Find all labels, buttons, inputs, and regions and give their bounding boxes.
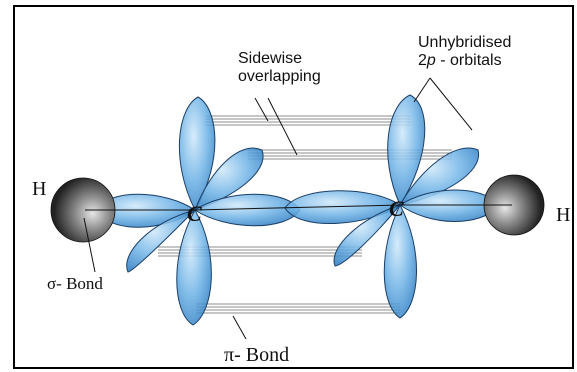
left-p-orbital-upper: [178, 96, 216, 212]
right-sp2-lobe-lower-left: [333, 203, 402, 267]
left-carbon-orbitals: [95, 96, 301, 326]
carbon-left-label: C: [187, 201, 202, 226]
right-carbon-orbitals: [284, 94, 501, 319]
hydrogen-left-label: H: [32, 178, 46, 200]
right-p-orbital-upper: [387, 94, 426, 207]
pi-bond-label: π- Bond: [224, 344, 289, 366]
sigma-bond-axis: [85, 204, 512, 211]
unhybridised-label-line2: 2p - orbitals: [418, 52, 502, 69]
right-p-orbital-lower: [383, 203, 417, 319]
sidewise-label-line2: overlapping: [238, 68, 321, 85]
overlap-lines-bottom: [196, 303, 400, 314]
left-p-orbital-lower: [176, 208, 212, 326]
sidewise-label-line1: Sidewise: [238, 50, 302, 67]
unhybridised-label-line1: Unhybridised: [418, 34, 511, 51]
left-sp2-lobe-upper-right: [194, 147, 264, 211]
carbon-right-label: C: [389, 196, 404, 221]
sigma-bond-label: σ- Bond: [47, 274, 103, 293]
hydrogen-right-label: H: [556, 204, 570, 226]
leader-lines: [83, 77, 473, 340]
diagram-frame: [13, 5, 574, 369]
left-sp2-lobe-lower-left: [126, 209, 197, 273]
overlap-lines-top: [205, 115, 410, 126]
